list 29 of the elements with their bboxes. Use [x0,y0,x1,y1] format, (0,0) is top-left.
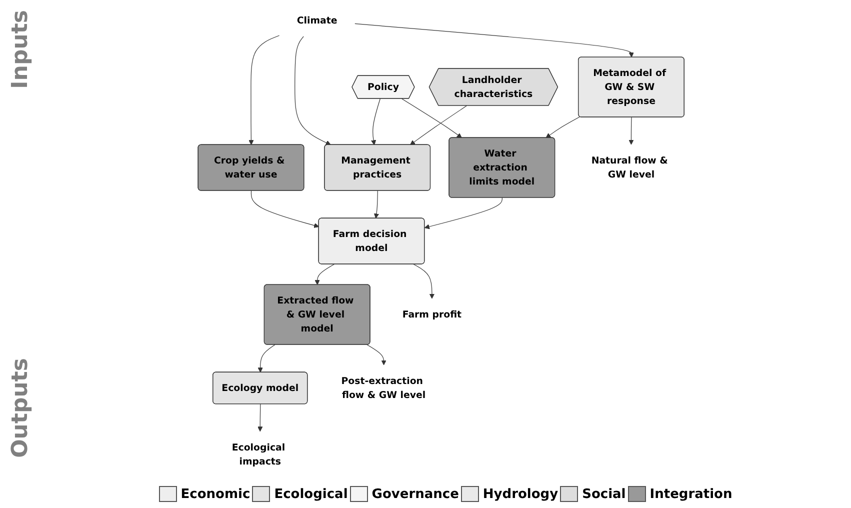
legend-label: Governance [372,486,459,502]
arrow [424,198,502,230]
legend-label: Ecological [274,486,348,502]
arrow [413,264,435,299]
section-label: Inputs [8,10,32,89]
legend-label: Integration [650,486,732,502]
arrow [248,35,280,146]
arrow [371,98,380,146]
legend-label: Economic [180,486,250,502]
legend-label: Social [582,486,626,502]
arrow [314,264,335,286]
arrow [294,36,331,146]
node-text: Ecological impacts [232,441,286,467]
arrow [402,98,462,138]
node-text: Natural flow & GW level [591,154,668,180]
arrow [628,116,634,145]
legend-label: Hydrology [482,486,558,502]
node-text: Climate [296,14,338,26]
node-text: Post-extraction flow & GW level [341,375,426,400]
arrow [258,344,276,373]
section-label: Outputs [8,358,32,458]
arrow [374,190,380,219]
arrow [546,116,580,138]
arrow [250,190,320,228]
node-text: Farm profit [402,308,462,320]
arrow [410,106,467,146]
arrow [354,23,634,58]
arrow [366,344,386,366]
arrow [258,404,263,432]
